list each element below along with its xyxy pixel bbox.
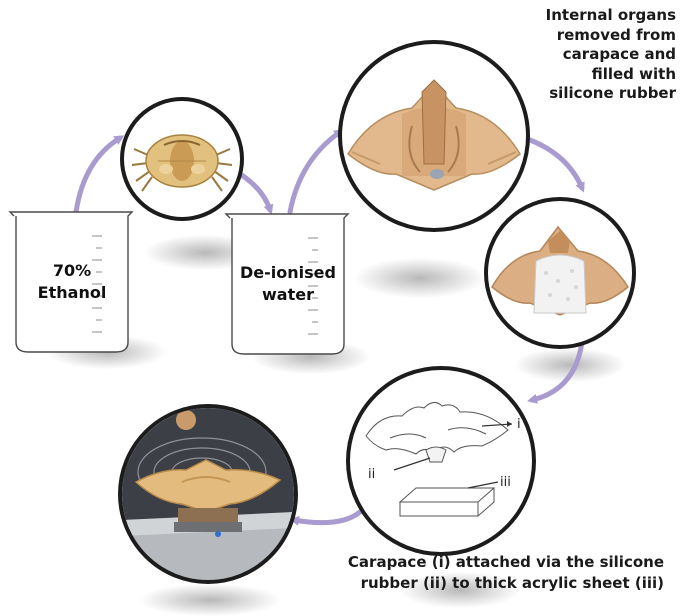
- beaker-water: De-ionised water: [222, 208, 354, 358]
- arrow-circle3-to-circle4: [532, 342, 582, 400]
- diagram-label-i: i: [517, 417, 521, 432]
- arrow-water-to-circle2: [290, 132, 340, 212]
- arrow-circle4-to-circle5: [294, 512, 360, 523]
- arrow-circle2-to-circle3: [530, 140, 582, 188]
- beaker-water-label: De-ionised water: [222, 262, 354, 306]
- circle-whole-crab: [120, 97, 244, 221]
- diagram-label-ii: ii: [368, 467, 375, 482]
- diagram-label-iii: iii: [500, 475, 511, 490]
- carapace-attachment-caption: Carapace (i) attached via the silicone r…: [230, 552, 664, 594]
- silicone-filled-image: [488, 201, 632, 345]
- internal-organs-caption: Internal organs removed from carapace an…: [500, 6, 676, 104]
- carapace-interior-image: [342, 44, 526, 228]
- beaker-ethanol: 70% Ethanol: [6, 206, 138, 356]
- arrow-beaker-to-circle1: [76, 138, 120, 212]
- beaker-ethanol-label: 70% Ethanol: [6, 260, 138, 304]
- circle-assembly-diagram: i ii iii: [346, 366, 536, 556]
- circle-silicone-filled: [484, 197, 636, 349]
- assembly-line-drawing: i ii iii: [350, 370, 532, 552]
- whole-crab-image: [124, 101, 240, 217]
